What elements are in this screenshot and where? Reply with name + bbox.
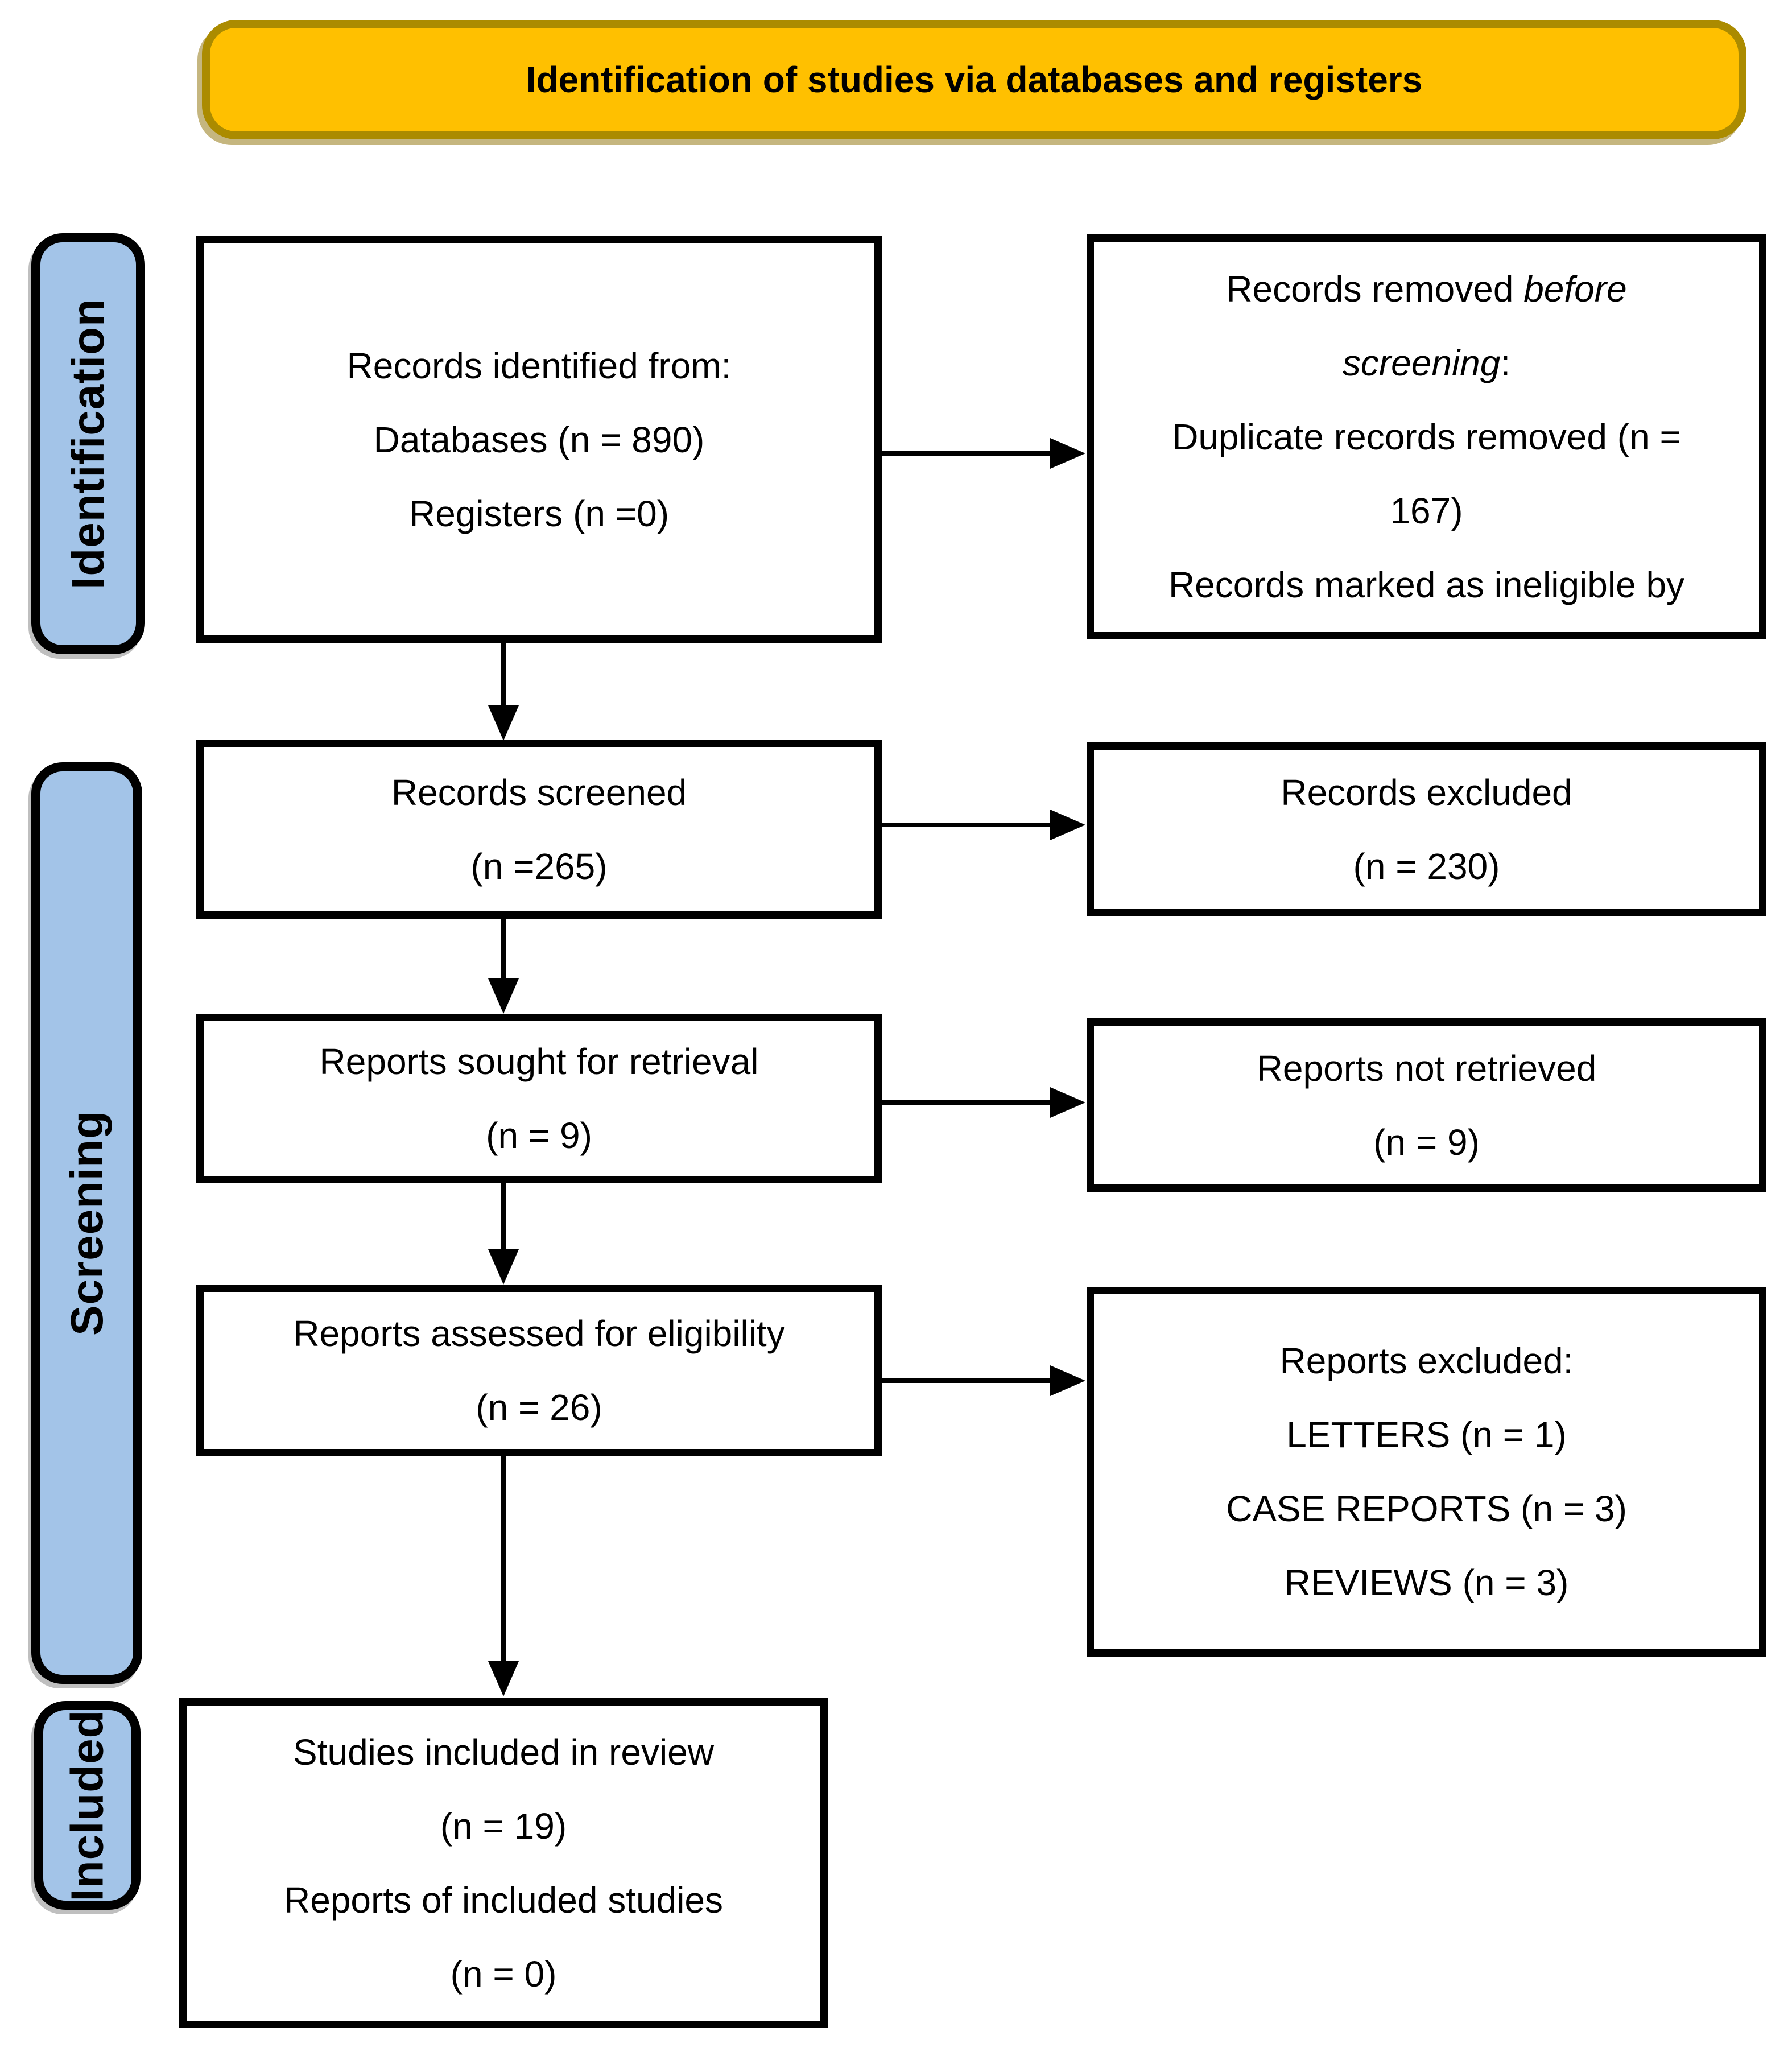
box-reports-assessed: Reports assessed for eligibility (n = 26… <box>196 1285 882 1456</box>
arrow-screened-to-sought-head <box>488 978 519 1014</box>
box-studies-included: Studies included in review (n = 19) Repo… <box>179 1698 828 2028</box>
duplicate-records-line-2: 167) <box>1390 490 1463 531</box>
arrow-identified-to-screened-head <box>488 705 519 741</box>
records-removed-line-2: screening: <box>1343 326 1510 400</box>
reports-assessed-count: (n = 26) <box>476 1387 602 1428</box>
arrow-identified-to-removed-head <box>1050 438 1085 469</box>
box-records-excluded: Records excluded (n = 230) <box>1087 742 1766 916</box>
reports-sought-count: (n = 9) <box>486 1115 592 1156</box>
diagram-title: Identification of studies via databases … <box>526 59 1423 100</box>
box-reports-not-retrieved: Reports not retrieved (n = 9) <box>1087 1018 1766 1192</box>
reports-excluded-letters: LETTERS (n = 1) <box>1286 1414 1567 1455</box>
arrow-screened-to-sought-line <box>501 919 506 981</box>
records-identified-databases: Databases (n = 890) <box>373 419 705 460</box>
records-excluded-label: Records excluded <box>1281 771 1572 813</box>
arrow-screened-to-excluded-head <box>1050 810 1085 840</box>
duplicate-records-line-1: Duplicate records removed (n = <box>1172 416 1681 457</box>
stage-label-identification: Identification <box>63 298 113 589</box>
reports-excluded-label: Reports excluded: <box>1279 1340 1574 1381</box>
arrow-screened-to-excluded-line <box>882 823 1051 827</box>
records-screened-label: Records screened <box>391 771 687 813</box>
arrow-sought-to-not-retrieved-line <box>882 1100 1051 1105</box>
records-excluded-count: (n = 230) <box>1353 845 1500 887</box>
reports-of-included-count: (n = 0) <box>450 1954 557 1995</box>
arrow-sought-to-assessed-line <box>501 1183 506 1252</box>
records-identified-registers: Registers (n =0) <box>408 493 670 534</box>
records-removed-colon: : <box>1500 342 1511 383</box>
stage-bar-screening: Screening <box>31 762 142 1684</box>
title-banner: Identification of studies via databases … <box>202 20 1746 139</box>
reports-sought-label: Reports sought for retrieval <box>319 1041 759 1082</box>
reports-excluded-reviews: REVIEWS (n = 3) <box>1284 1562 1569 1603</box>
records-identified-line: Records identified from: <box>346 345 732 386</box>
studies-included-label: Studies included in review <box>293 1732 714 1773</box>
box-records-screened: Records screened (n =265) <box>196 740 882 919</box>
records-removed-line-1: Records removed before <box>1226 252 1626 326</box>
box-reports-excluded: Reports excluded: LETTERS (n = 1) CASE R… <box>1087 1287 1766 1657</box>
arrow-assessed-to-included-line <box>501 1456 506 1663</box>
studies-included-count: (n = 19) <box>440 1806 567 1847</box>
records-removed-italic-screening: screening <box>1342 342 1501 383</box>
box-records-removed-before-screening: Records removed before screening: Duplic… <box>1087 234 1766 639</box>
box-records-identified: Records identified from: Databases (n = … <box>196 236 882 643</box>
records-screened-count: (n =265) <box>470 845 608 887</box>
reports-excluded-case-reports: CASE REPORTS (n = 3) <box>1226 1488 1627 1529</box>
arrow-identified-to-screened-line <box>501 643 506 708</box>
arrow-sought-to-not-retrieved-head <box>1050 1087 1085 1118</box>
arrow-assessed-to-excluded-line <box>882 1378 1051 1383</box>
stage-bar-identification: Identification <box>31 233 145 654</box>
arrow-identified-to-removed-line <box>882 451 1051 456</box>
records-removed-normal-text: Records removed <box>1226 269 1524 309</box>
stage-bar-included: Included <box>34 1701 141 1910</box>
reports-assessed-label: Reports assessed for eligibility <box>293 1313 785 1354</box>
arrow-assessed-to-excluded-head <box>1050 1365 1085 1396</box>
reports-not-retrieved-label: Reports not retrieved <box>1256 1047 1597 1089</box>
arrow-sought-to-assessed-head <box>488 1249 519 1285</box>
stage-label-screening: Screening <box>61 1110 112 1336</box>
records-removed-italic-before: before <box>1523 269 1627 309</box>
box-reports-sought: Reports sought for retrieval (n = 9) <box>196 1014 882 1183</box>
reports-of-included-label: Reports of included studies <box>284 1880 723 1921</box>
arrow-assessed-to-included-head <box>488 1661 519 1696</box>
records-ineligible-line: Records marked as ineligible by <box>1168 564 1685 605</box>
stage-label-included: Included <box>61 1710 113 1901</box>
reports-not-retrieved-count: (n = 9) <box>1373 1121 1480 1163</box>
